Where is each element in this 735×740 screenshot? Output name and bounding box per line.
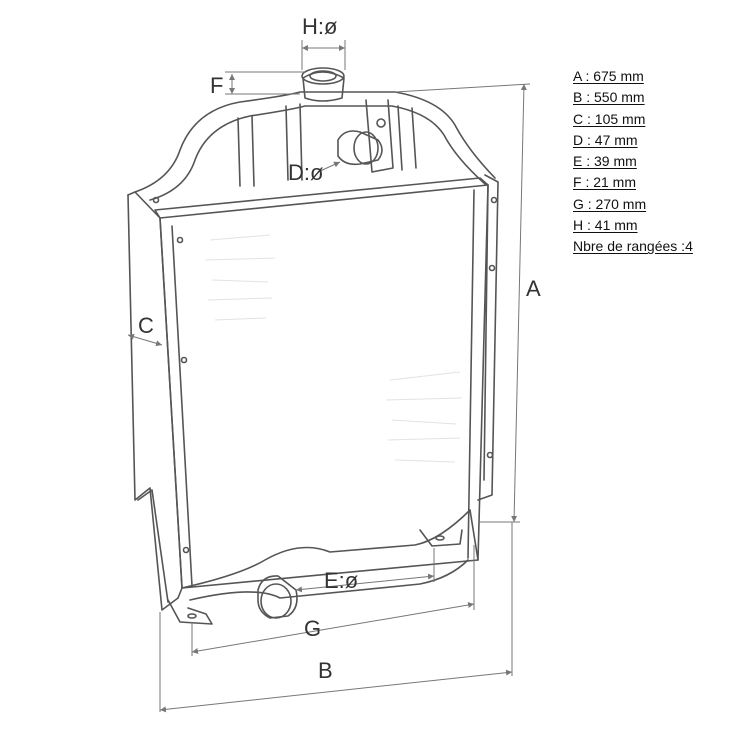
watermark [204,234,463,463]
spec-item: C : 105 mm [573,109,693,130]
dim-c-line [127,333,163,347]
spec-text: H : 41 mm [573,217,638,234]
spec-item: E : 39 mm [573,151,693,172]
spec-text: G : 270 mm [573,195,647,212]
label-b: B [318,658,333,683]
spec-item: H : 41 mm [573,215,693,236]
spec-item: B : 550 mm [573,87,693,108]
dim-b-line [159,669,513,713]
label-a: A [526,276,541,301]
dim-d-line [317,161,341,173]
spec-text: Nbre de rangées :4 [573,238,693,255]
spec-text: A : 675 mm [573,68,644,84]
spec-item: Nbre de rangées :4 [573,236,693,257]
label-e: E:ø [324,568,358,593]
label-f: F [210,73,223,98]
dim-g-line [191,602,475,654]
spec-text: E : 39 mm [573,153,637,170]
label-g: G [304,616,321,641]
label-d: D:ø [288,160,323,185]
label-h: H:ø [302,14,337,39]
spec-text: F : 21 mm [573,174,637,191]
spec-text: B : 550 mm [573,89,645,106]
dim-a-line [511,83,527,523]
dimension-lines [127,40,531,713]
dimension-labels: H:ø F D:ø C A E:ø G B [138,14,541,683]
spec-item: D : 47 mm [573,130,693,151]
spec-item: F : 21 mm [573,172,693,193]
spec-item: G : 270 mm [573,194,693,215]
dim-e-line [295,573,435,593]
spec-text: C : 105 mm [573,110,646,127]
spec-text: D : 47 mm [573,131,638,148]
label-c: C [138,313,154,338]
radiator-body [127,67,499,625]
spec-item: A : 675 mm [573,66,693,87]
spec-list: A : 675 mm B : 550 mm C : 105 mm D : 47 … [573,66,693,258]
